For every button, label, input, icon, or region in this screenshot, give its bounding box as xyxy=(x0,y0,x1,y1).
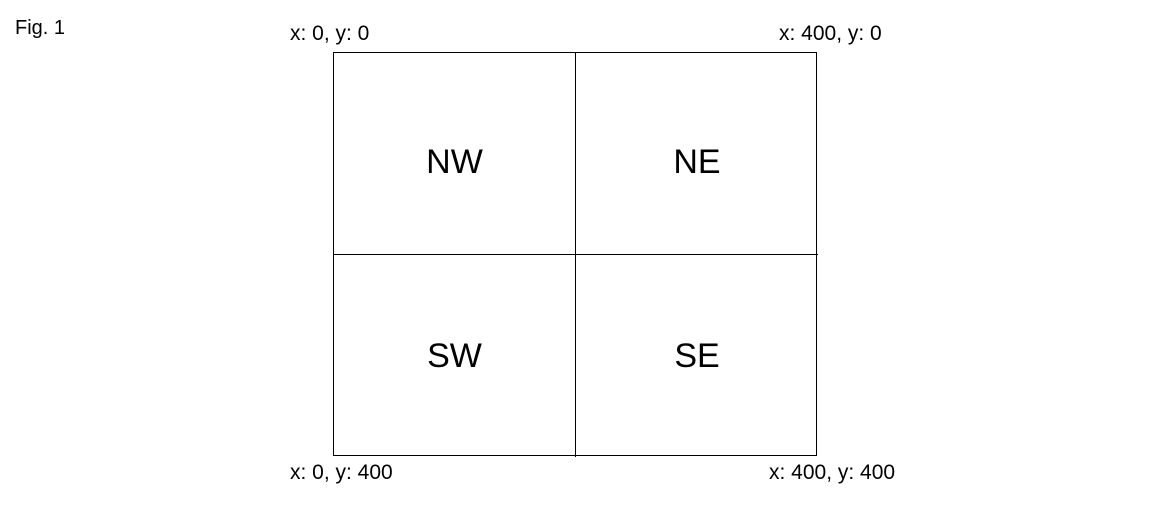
quadrant-grid: NW NE SW SE xyxy=(333,52,818,457)
quadrant-sw: SW xyxy=(334,255,576,457)
quadrant-se: SE xyxy=(576,255,818,457)
corner-label-bottom-right: x: 400, y: 400 xyxy=(769,461,896,484)
quadrant-ne: NE xyxy=(576,53,818,255)
corner-label-top-left: x: 0, y: 0 xyxy=(290,22,370,45)
quadrant-nw: NW xyxy=(334,53,576,255)
quadrant-sw-label: SW xyxy=(427,337,482,375)
quadrant-nw-label: NW xyxy=(426,142,483,181)
corner-label-top-right: x: 400, y: 0 xyxy=(779,22,882,45)
quadrant-se-label: SE xyxy=(674,337,720,375)
corner-label-bottom-left: x: 0, y: 400 xyxy=(290,461,393,484)
quadrant-ne-label: NE xyxy=(673,142,721,181)
figure-label: Fig. 1 xyxy=(15,17,66,39)
